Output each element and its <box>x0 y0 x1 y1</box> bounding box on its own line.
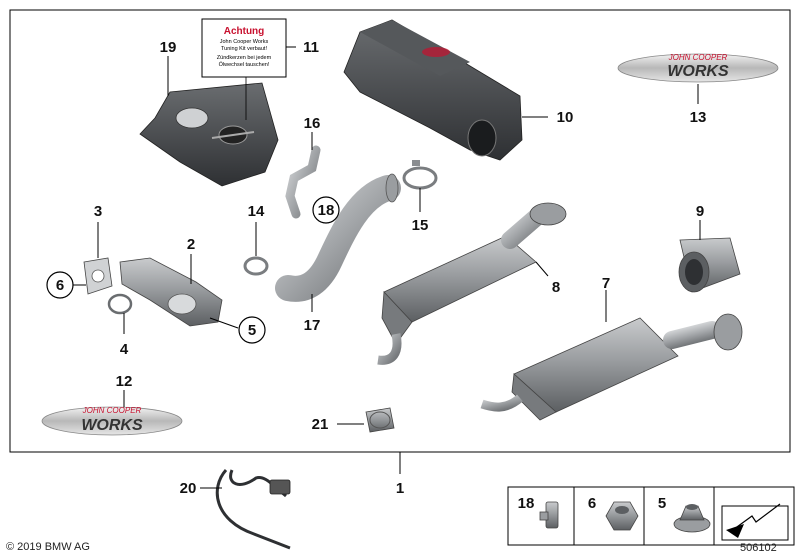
gasket-3-part <box>83 257 113 295</box>
callout-12: 12 <box>116 373 133 390</box>
badge-13-top: JOHN COOPER <box>668 53 728 62</box>
callout-13: 13 <box>690 109 707 126</box>
clamp-21-part <box>365 407 395 433</box>
callout-1: 1 <box>396 480 404 497</box>
callout-2: 2 <box>187 236 195 253</box>
hose-16-part <box>285 145 321 219</box>
warning-line-4: Ölwechsel tauschen! <box>219 61 270 68</box>
callout-15: 15 <box>412 217 429 234</box>
ring-4-part <box>107 293 133 315</box>
callout-18-circle <box>312 196 340 224</box>
callout-16: 16 <box>304 115 321 132</box>
leader-8 <box>535 261 549 277</box>
warning-line-1: John Cooper Works <box>220 39 269 45</box>
callout-19: 19 <box>160 39 177 56</box>
nut-6-icon <box>605 501 639 531</box>
callout-7: 7 <box>602 275 610 292</box>
copyright-text: © 2019 BMW AG <box>6 541 90 553</box>
legend-item-6-label: 6 <box>588 495 596 512</box>
callout-10: 10 <box>557 109 574 126</box>
legend-item-18-label: 18 <box>518 495 535 512</box>
engine-cover-part <box>139 82 279 187</box>
callout-9: 9 <box>696 203 704 220</box>
callout-6: 6 <box>56 277 64 294</box>
callout-20: 20 <box>180 480 197 497</box>
callout-11: 11 <box>303 39 319 56</box>
muffler-8-part <box>377 202 567 365</box>
flange-nut-5-icon <box>673 504 711 533</box>
callout-17: 17 <box>304 317 321 334</box>
exhaust-manifold-2-part <box>119 257 223 327</box>
callout-3: 3 <box>94 203 102 220</box>
page-corner-icon <box>721 503 789 541</box>
sensor-cable-20-part <box>215 469 291 550</box>
rear-muffler-7-part <box>480 313 743 421</box>
warning-line-3: Zündkerzen bei jedem <box>217 55 272 61</box>
tailpipe-tip-9-part <box>678 237 741 293</box>
badge-12-top: JOHN COOPER <box>82 406 142 415</box>
jcw-badge-12: JOHN COOPER WORKS <box>41 406 183 436</box>
parts-legend: 18 6 5 <box>507 486 795 546</box>
warning-label: Achtung John Cooper Works Tuning Kit ver… <box>201 18 287 78</box>
hose-clamp-15-part <box>402 160 438 190</box>
callout-4: 4 <box>120 341 129 358</box>
callout-5-circle <box>238 316 266 344</box>
callout-21: 21 <box>312 416 329 433</box>
callout-8: 8 <box>552 279 560 296</box>
badge-12-bottom: WORKS <box>81 417 143 434</box>
warning-title: Achtung <box>224 26 265 37</box>
jcw-badge-13: JOHN COOPER WORKS <box>617 53 779 83</box>
callout-5: 5 <box>248 322 256 339</box>
badge-13-bottom: WORKS <box>667 63 729 80</box>
leader-5 <box>209 317 239 329</box>
legend-item-5-label: 5 <box>658 495 666 512</box>
clamp-14-part <box>243 256 269 276</box>
callout-6-circle <box>46 271 74 299</box>
callout-14: 14 <box>248 203 265 220</box>
intake-pipe-17-part <box>275 173 401 302</box>
warning-line-2: Tuning Kit verbaut! <box>221 46 267 52</box>
air-filter-housing-part <box>343 19 523 161</box>
diagram-number: 506102 <box>740 542 777 554</box>
callout-18: 18 <box>318 202 335 219</box>
fitting-18-icon <box>539 501 559 529</box>
